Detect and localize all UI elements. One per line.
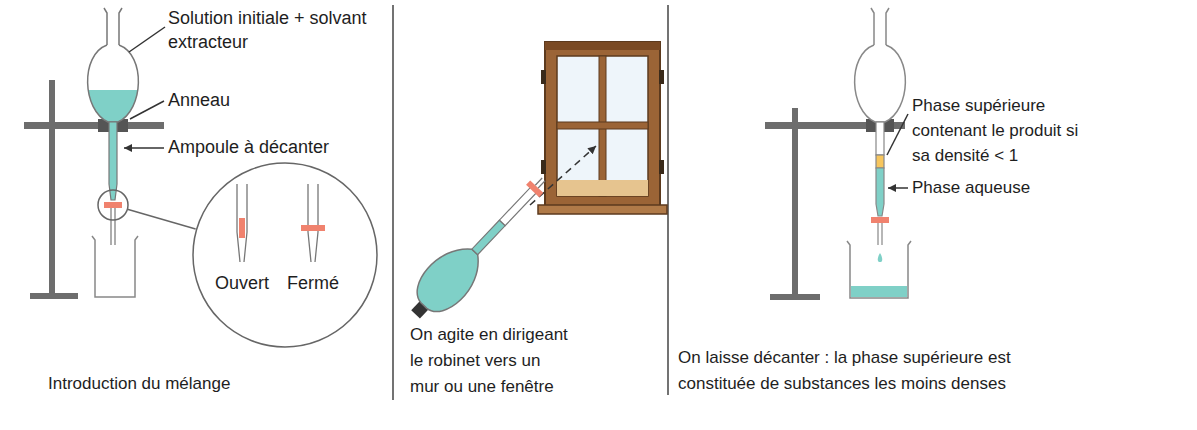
beaker-liquid (851, 286, 907, 297)
funnel-bulb (855, 45, 906, 122)
funnel-stem (878, 223, 882, 245)
funnel-neck (871, 8, 889, 45)
window-glass (557, 56, 648, 196)
leader-line (129, 27, 165, 52)
lab-stand (24, 80, 164, 299)
panel-separator (667, 5, 669, 395)
tilted-funnel (399, 164, 560, 330)
stand-arm (24, 122, 164, 129)
window-frame-top (545, 42, 660, 50)
stand-base (770, 294, 820, 300)
circle-outline (192, 162, 378, 348)
leader-line (887, 114, 908, 155)
leader-arrow (124, 147, 164, 149)
beaker (847, 241, 911, 298)
window-transom (557, 122, 648, 129)
annotation-label: Phase supérieure contenant le produit si… (912, 93, 1097, 168)
window-frame (545, 42, 660, 210)
valve-state-label: Ouvert (215, 272, 269, 294)
valve-state-label: Fermé (287, 272, 339, 294)
stand-rod (792, 108, 798, 300)
stopcock (104, 202, 122, 208)
stand-base (30, 293, 78, 299)
funnel-tube (109, 122, 117, 200)
annotation-label: Ampoule à décanter (168, 136, 378, 158)
funnel-tube (472, 220, 505, 255)
stopcock (871, 217, 889, 223)
upper-phase (876, 155, 884, 168)
tube-detail (308, 184, 318, 262)
annotation-label: Solution initiale + solvant extracteur (168, 6, 368, 54)
window-hinge (541, 160, 546, 174)
funnel-neck (104, 8, 122, 45)
beaker (92, 236, 138, 297)
annotation-label: Phase aqueuse (912, 176, 1112, 200)
window-sill (538, 205, 667, 214)
panel-separator (392, 5, 394, 400)
stopcock (526, 180, 543, 197)
lab-stand (765, 108, 905, 300)
leader-line (130, 101, 164, 119)
stopcock-closed (301, 225, 325, 231)
panel-caption: On laisse décanter : la phase supérieure… (678, 345, 1078, 397)
aqueous-phase (876, 168, 884, 216)
funnel-tube (499, 187, 536, 226)
drop (878, 253, 883, 262)
funnel-stem (111, 208, 115, 245)
panel-caption: On agite en dirigeant le robinet vers un… (410, 322, 574, 400)
window-hinge (541, 70, 546, 84)
panel-caption: Introduction du mélange (48, 372, 348, 396)
magnifier-circle: Ouvert Fermé (192, 162, 378, 348)
stand-rod (49, 80, 55, 298)
magnifier-border (193, 163, 377, 347)
window-sill-glow (557, 180, 648, 196)
window-hinge (659, 160, 664, 174)
funnel-stem (535, 178, 545, 188)
zoom-circle (98, 190, 128, 220)
leader-arrow (888, 187, 908, 189)
funnel-tube (876, 122, 884, 155)
annotation-label: Anneau (168, 88, 288, 112)
stopcock-open (239, 218, 245, 238)
window-hinge (659, 70, 664, 84)
window (538, 42, 667, 214)
separatory-funnel (847, 8, 911, 298)
tube-detail (237, 184, 247, 262)
funnel-bulb (88, 45, 139, 122)
zoom-leader (127, 209, 195, 229)
